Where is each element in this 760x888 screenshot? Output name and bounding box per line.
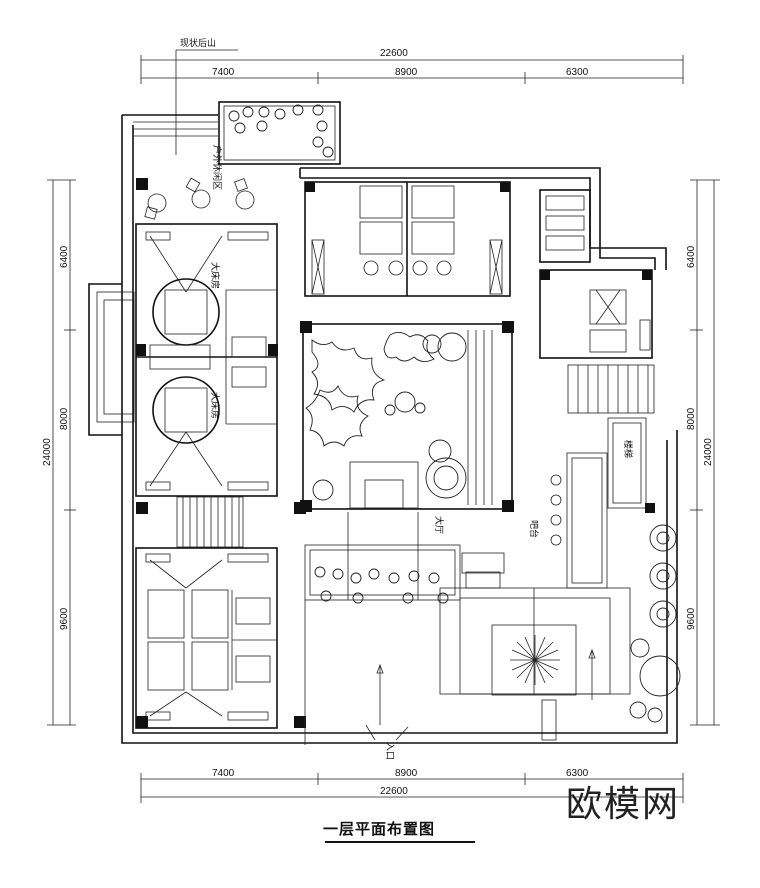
top-dimensions: 22600 7400 8900 6300 (140, 48, 684, 84)
hall-area (304, 512, 631, 745)
right-dim-2: 8000 (686, 407, 697, 430)
left-suite-block (135, 223, 278, 497)
terrace-furniture (136, 177, 255, 220)
right-dim-1: 6400 (686, 245, 697, 268)
bottom-dim-2: 8900 (395, 768, 418, 779)
right-dim-3: 9600 (686, 607, 697, 630)
left-dimensions: 6400 8000 9600 24000 (42, 179, 76, 726)
top-dim-3: 6300 (566, 67, 589, 78)
top-center-rooms (304, 181, 511, 297)
left-total-dim: 24000 (42, 438, 53, 466)
left-dim-3: 9600 (59, 607, 70, 630)
right-total-dim: 24000 (703, 438, 714, 466)
top-right-rooms (539, 189, 653, 359)
bottom-total-dim: 22600 (380, 786, 408, 797)
top-dim-1: 7400 (212, 67, 235, 78)
right-stair (567, 364, 655, 414)
hall-label: 大厅 (433, 516, 445, 534)
left-dim-2: 8000 (59, 407, 70, 430)
west-bay-window (88, 283, 135, 436)
bottom-dimensions: 7400 8900 6300 22600 (140, 768, 684, 803)
outer-walls (121, 114, 678, 744)
courtyard (300, 321, 514, 512)
left-stair (136, 496, 306, 548)
title-underline (325, 841, 475, 843)
bar-area (550, 417, 655, 589)
watermark-logo: 欧模网 (566, 784, 681, 825)
top-dim-2: 8900 (395, 67, 418, 78)
suite-lower-label: 大床房 (209, 392, 221, 419)
entrance-label: 入口 (384, 742, 395, 760)
garden-trees (629, 524, 681, 723)
top-planter (133, 101, 341, 165)
bar-label: 吧台 (528, 520, 540, 538)
bottom-dim-3: 6300 (566, 768, 589, 779)
terrace-label: 户外休闲区 (211, 145, 223, 190)
atrium-sunburst (510, 635, 560, 685)
lower-left-rooms (135, 547, 306, 729)
bottom-dim-1: 7400 (212, 768, 235, 779)
suite-upper-label: 大床房 (209, 262, 221, 289)
left-dim-1: 6400 (59, 245, 70, 268)
drawing-title: 一层平面布置图 (323, 820, 436, 838)
hill-note: 现状后山 (180, 37, 216, 49)
stair-label: 楼梯 (622, 440, 634, 458)
top-total-dim: 22600 (380, 48, 408, 59)
right-dimensions: 6400 8000 9600 24000 (686, 179, 720, 726)
planter-leaves (228, 104, 449, 604)
